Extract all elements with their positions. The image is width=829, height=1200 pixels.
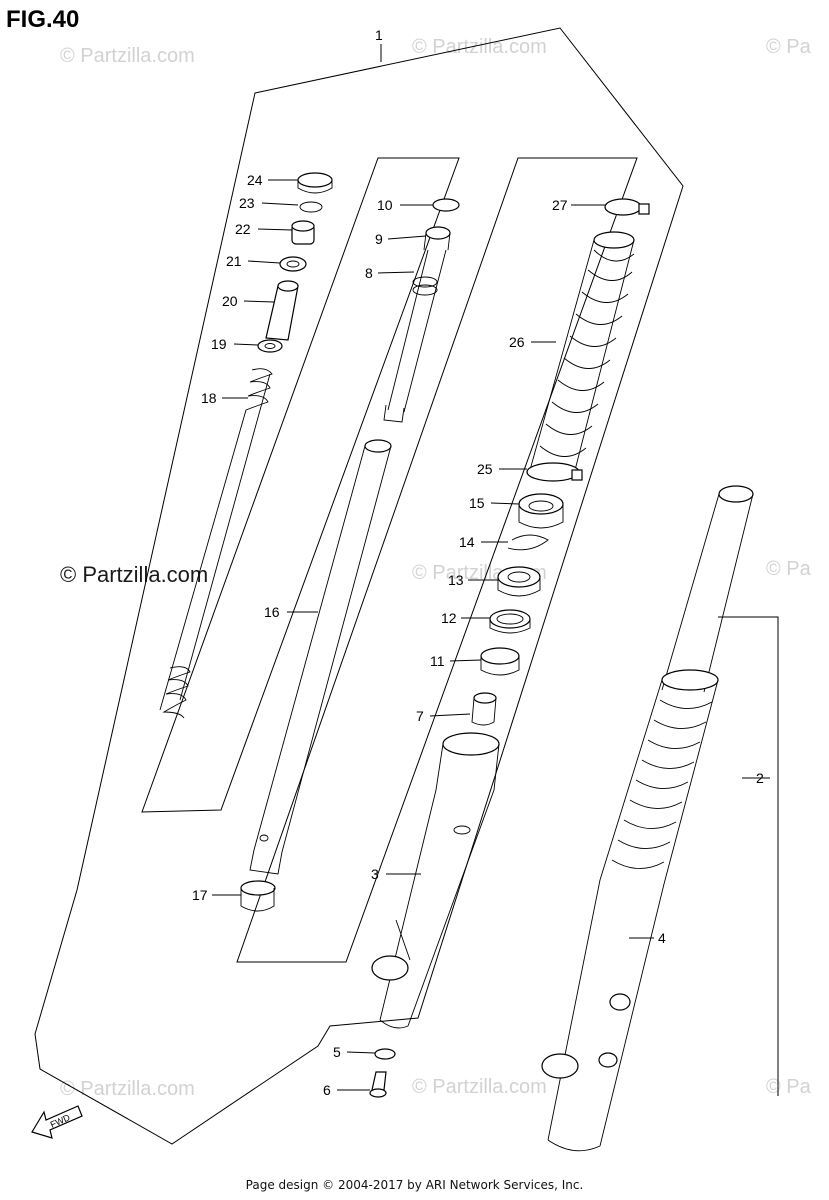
- callout-labels: 1 2 3 4 5 6 7 8 9 10 11 12 13 14 15 16 1…: [192, 27, 764, 1098]
- part-20-spacer: [265, 285, 299, 341]
- watermark: © Partzilla.com: [60, 45, 195, 67]
- part-15-oil-seal: [518, 493, 564, 529]
- part-27-clamp: [604, 198, 650, 216]
- watermark: © Partzilla.com: [60, 1078, 195, 1100]
- part-12-bushing: [489, 609, 531, 634]
- part-5-washer: [374, 1048, 396, 1060]
- callout-6: 6: [323, 1082, 331, 1098]
- watermark-dark: © Partzilla.com: [60, 562, 209, 587]
- watermark: © Pa: [766, 36, 811, 58]
- callout-4: 4: [658, 930, 666, 946]
- callout-23: 23: [239, 195, 255, 211]
- callout-8: 8: [365, 265, 373, 281]
- part-25-clamp: [526, 462, 583, 482]
- callout-2: 2: [756, 770, 764, 786]
- part-9-damper-rod: [383, 226, 451, 423]
- part-26-boot: [529, 231, 635, 475]
- callout-22: 22: [235, 221, 251, 237]
- callout-10: 10: [377, 197, 393, 213]
- callout-27: 27: [552, 197, 568, 213]
- part-10-ring: [432, 198, 460, 212]
- part-4-fork-leg: [541, 485, 754, 1152]
- page-footer: Page design © 2004-2017 by ARI Network S…: [245, 1178, 584, 1192]
- callout-16: 16: [264, 604, 280, 620]
- callout-7: 7: [416, 708, 424, 724]
- part-14-circlip: [507, 534, 549, 551]
- part-18-spring: [159, 368, 273, 719]
- part-24-cap: [297, 172, 333, 188]
- callout-18: 18: [201, 390, 217, 406]
- callout-11: 11: [430, 653, 445, 669]
- part-3-outer-tube: [371, 732, 500, 1029]
- callout-15: 15: [469, 495, 485, 511]
- figure-title: FIG.40: [6, 6, 80, 33]
- watermark: © Partzilla.com: [412, 1076, 547, 1098]
- callout-25: 25: [477, 461, 493, 477]
- callout-21: 21: [226, 253, 242, 269]
- part-16-inner-tube: [249, 439, 392, 875]
- watermark: © Pa: [766, 1076, 811, 1098]
- callout-1: 1: [375, 27, 383, 43]
- spring-group-frame: [141, 157, 460, 813]
- inner-tube-group-frame: [236, 157, 638, 963]
- fwd-label: FWD: [49, 1112, 72, 1130]
- part-11-bushing: [480, 647, 520, 676]
- part-13-washer: [497, 566, 541, 597]
- part-21-washer: [279, 256, 307, 272]
- callout-9: 9: [375, 231, 383, 247]
- part-6-bolt: [369, 1071, 387, 1098]
- part-17-bushing: [240, 880, 276, 912]
- part-7-rod-piece: [471, 692, 497, 726]
- fork-leg-bracket: [718, 616, 779, 1096]
- callout-20: 20: [222, 293, 238, 309]
- callout-3: 3: [371, 866, 379, 882]
- callout-13: 13: [448, 572, 464, 588]
- callout-leaders: [212, 44, 770, 1091]
- part-19-washer: [257, 339, 283, 353]
- watermark: © Pa: [766, 558, 811, 580]
- callout-17: 17: [192, 887, 208, 903]
- callout-24: 24: [247, 172, 263, 188]
- assembly-outline: [34, 27, 684, 1145]
- callout-12: 12: [441, 610, 457, 626]
- callout-14: 14: [459, 534, 475, 550]
- callout-5: 5: [333, 1044, 341, 1060]
- fwd-arrow-icon: FWD: [31, 1105, 83, 1139]
- part-23-ring: [299, 201, 323, 213]
- callout-26: 26: [509, 334, 525, 350]
- callout-19: 19: [211, 336, 227, 352]
